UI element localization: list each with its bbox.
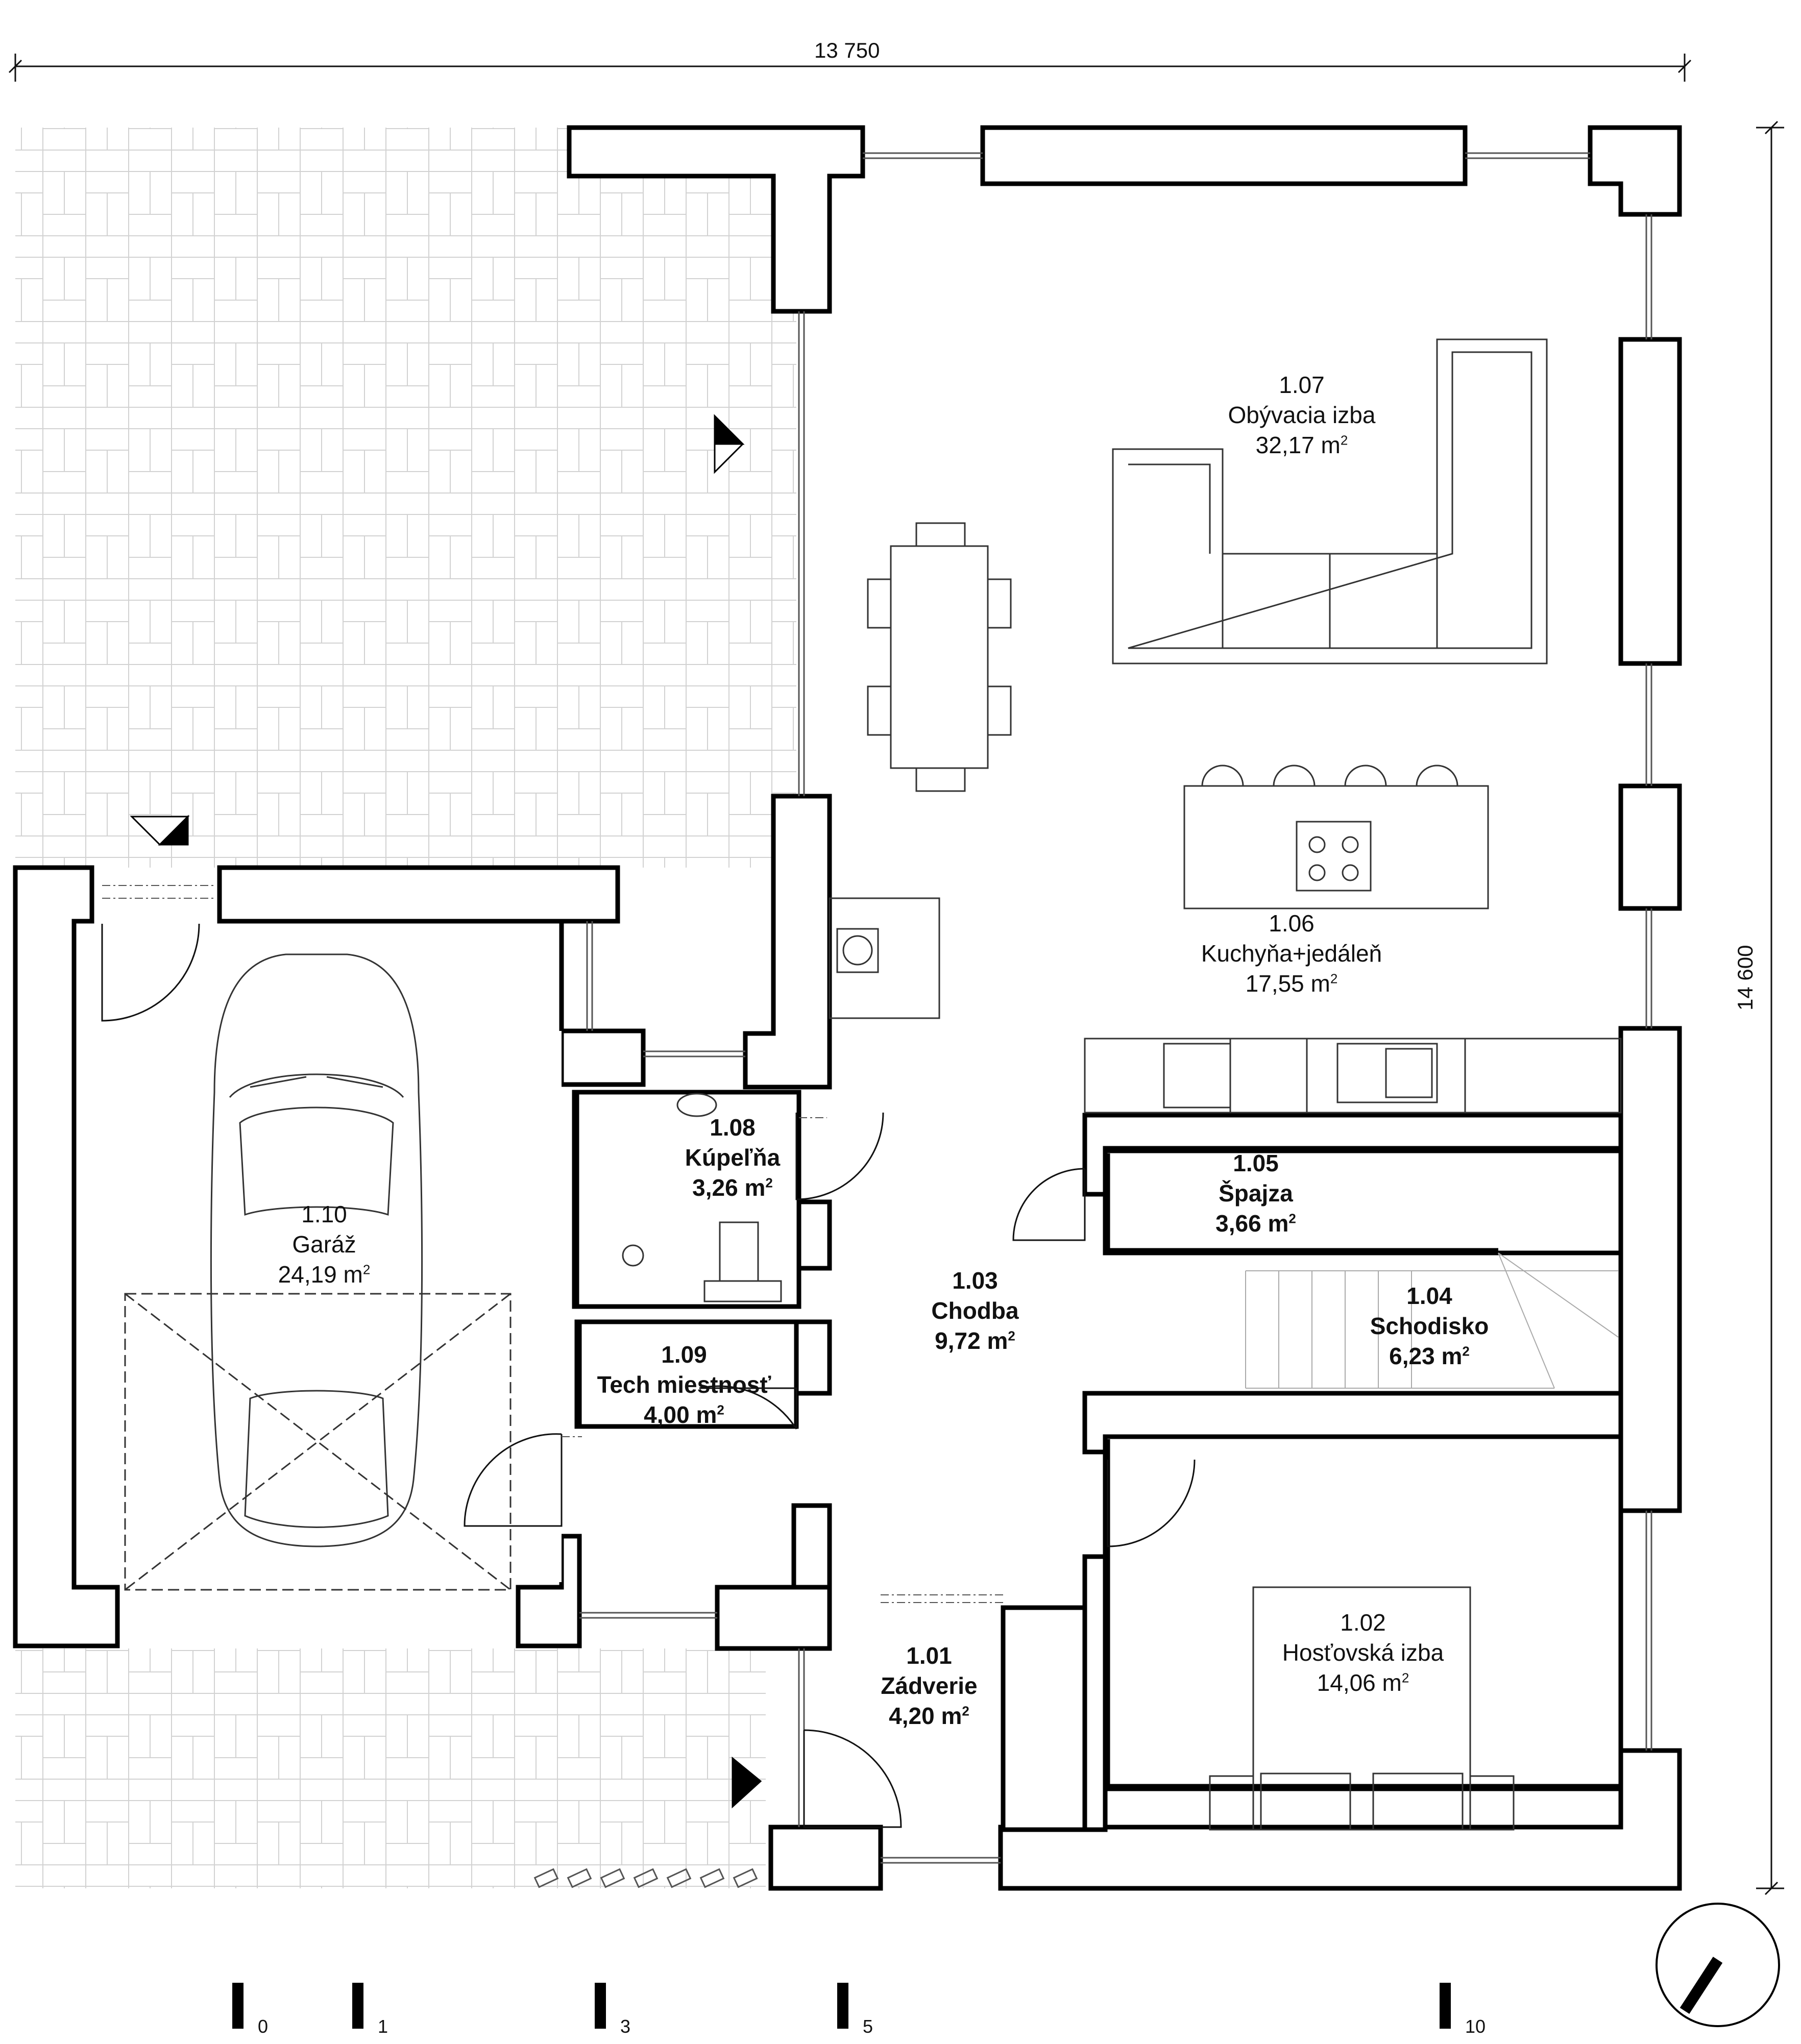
paving-south — [15, 1648, 766, 1888]
height-dimension-line — [1756, 120, 1784, 1895]
room-label-1-10: 1.10 Garáž 24,19 m2 — [278, 1201, 371, 1288]
staircase — [1245, 1252, 1619, 1389]
kitchen-island — [1183, 765, 1489, 909]
height-dimension-label: 14 600 — [1733, 945, 1757, 1011]
windows — [579, 152, 1652, 1864]
width-dimension-label: 13 750 — [814, 38, 880, 62]
bathroom-fixtures — [622, 1093, 782, 1302]
scale-label-1: 1 — [378, 2016, 388, 2037]
room-label-1-09: 1.09 Tech miestnosť 4,00 m2 — [597, 1341, 771, 1428]
kitchen-counter — [1084, 1038, 1622, 1114]
room-label-1-03: 1.03 Chodba 9,72 m2 — [931, 1267, 1019, 1354]
scale-label-3: 3 — [620, 2016, 631, 2037]
entrance-triangle-icon — [130, 414, 762, 1809]
dining-table — [867, 522, 1012, 792]
scale-bar — [232, 1983, 1451, 2029]
north-arrow-icon — [1656, 1903, 1780, 2027]
room-label-1-06: 1.06 Kuchyňa+jedáleň 17,55 m2 — [1201, 910, 1382, 997]
car-icon — [210, 953, 423, 1547]
bed — [1209, 1586, 1515, 1831]
fireplace — [829, 897, 940, 1019]
scale-label-5: 5 — [863, 2016, 873, 2037]
room-label-1-04: 1.04 Schodisko 6,23 m2 — [1370, 1283, 1489, 1369]
room-label-1-02: 1.02 Hosťovská izba 14,06 m2 — [1282, 1609, 1444, 1696]
room-label-1-01: 1.01 Zádverie 4,20 m2 — [881, 1642, 978, 1729]
scale-label-0: 0 — [258, 2016, 269, 2037]
room-label-1-05: 1.05 Špajza 3,66 m2 — [1215, 1150, 1296, 1237]
width-dimension-line — [8, 54, 1692, 82]
scale-label-10: 10 — [1465, 2016, 1486, 2037]
room-label-1-07: 1.07 Obývacia izba 32,17 m2 — [1228, 372, 1376, 458]
room-label-1-08: 1.08 Kúpeľňa 3,26 m2 — [685, 1114, 781, 1201]
sofa — [1112, 338, 1548, 664]
doors — [101, 923, 1196, 1828]
